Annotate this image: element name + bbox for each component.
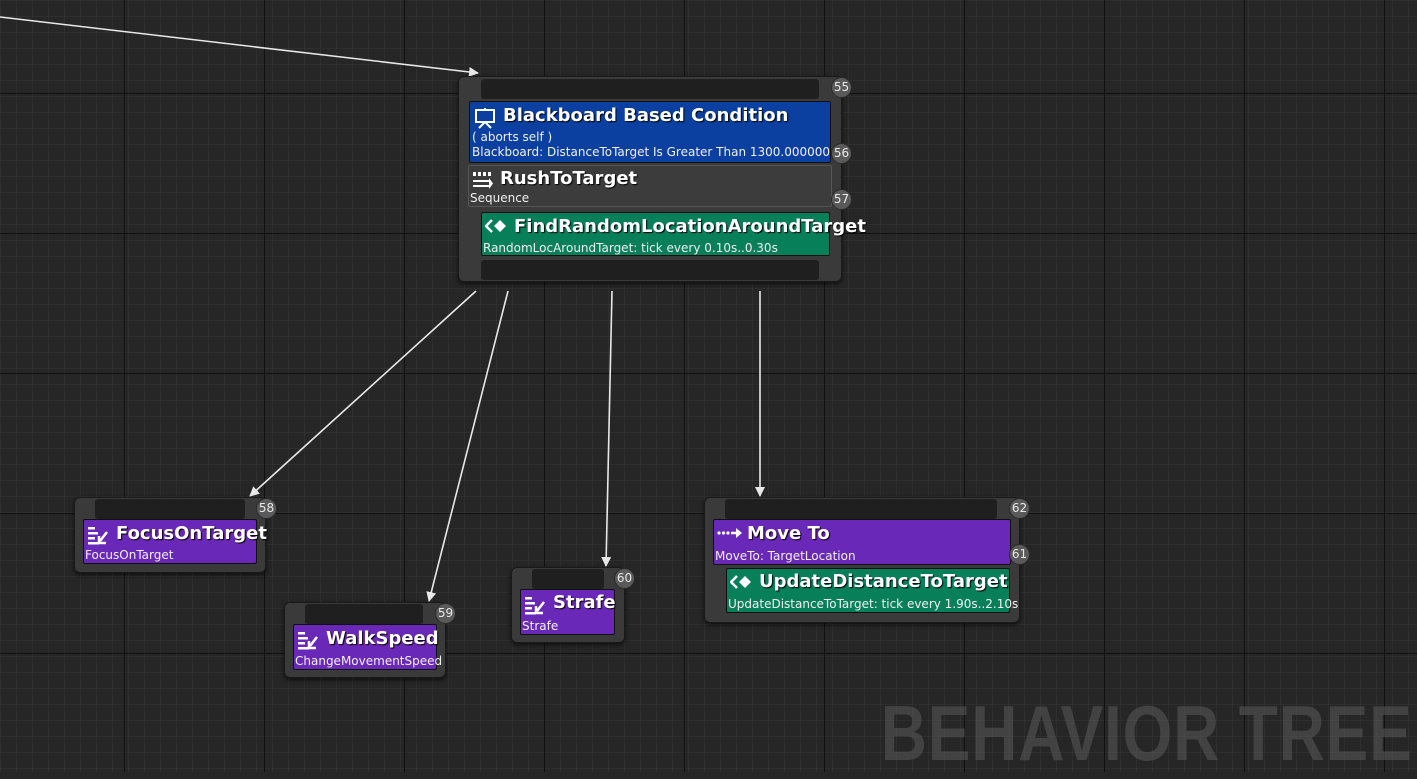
task-index-badge: 61 [1009, 544, 1030, 565]
execution-index-badge: 58 [256, 498, 277, 519]
task-subtitle: Strafe [522, 619, 559, 633]
strafe-task[interactable]: Strafe Strafe [520, 589, 616, 635]
focus-on-target-task[interactable]: FocusOnTarget FocusOnTarget [83, 519, 267, 564]
walk-speed-node[interactable]: 59 WalkSpeed ChangeMovementSpeed [284, 602, 456, 678]
focus-on-target-node[interactable]: 58 FocusOnTarget FocusOnTarget [74, 497, 277, 573]
walk-speed-task[interactable]: WalkSpeed ChangeMovementSpeed [293, 624, 442, 670]
service-title: FindRandomLocationAroundTarget [514, 216, 866, 237]
decorator-title: Blackboard Based Condition [503, 105, 789, 126]
input-pin[interactable] [481, 79, 819, 99]
execution-index-badge: 60 [614, 568, 635, 589]
task-icon [298, 632, 318, 650]
service-interval: UpdateDistanceToTarget: tick every 1.90s… [728, 597, 1019, 611]
task-subtitle: MoveTo: TargetLocation [715, 549, 856, 563]
task-title: Move To [747, 523, 830, 544]
task-subtitle: ChangeMovementSpeed [295, 654, 443, 668]
task-subtitle: FocusOnTarget [85, 548, 174, 562]
wire-main-to-strafe[interactable] [601, 290, 613, 567]
move-to-task[interactable]: Move To MoveTo: TargetLocation [713, 519, 1011, 565]
task-icon [88, 527, 108, 545]
input-pin[interactable] [95, 499, 245, 519]
rush-to-target-node[interactable]: 55 Blackboard Based Condition ( aborts s… [458, 76, 866, 282]
rush-to-target-sequence[interactable]: RushToTarget Sequence [468, 165, 832, 207]
wire-parent-to-main[interactable] [0, 16, 479, 77]
blackboard-decorator[interactable]: Blackboard Based Condition ( aborts self… [469, 101, 831, 163]
wire-main-to-focus[interactable] [249, 290, 477, 497]
task-icon [525, 597, 545, 615]
blackboard-icon [475, 108, 495, 129]
move-to-node[interactable]: 62 Move To MoveTo: TargetLocation 61 Upd… [704, 497, 1030, 623]
service-title: UpdateDistanceToTarget [759, 571, 1008, 592]
composite-title: RushToTarget [500, 168, 638, 189]
sequence-icon [473, 172, 493, 189]
wire-main-to-walk[interactable] [426, 290, 509, 602]
service-interval: RandomLocAroundTarget: tick every 0.10s.… [483, 241, 778, 255]
behavior-tree-watermark: BEHAVIOR TREE [881, 689, 1413, 777]
composite-type: Sequence [470, 191, 530, 205]
task-title: FocusOnTarget [116, 523, 267, 544]
service-icon [485, 219, 506, 233]
execution-index-badge: 59 [435, 603, 456, 624]
decorator-abort-mode: ( aborts self ) [472, 130, 553, 144]
composite-index-badge: 57 [831, 189, 852, 210]
output-pin[interactable] [481, 260, 819, 280]
update-distance-service[interactable]: UpdateDistanceToTarget UpdateDistanceToT… [726, 568, 1018, 613]
find-random-location-service[interactable]: FindRandomLocationAroundTarget RandomLoc… [481, 212, 866, 256]
decorator-condition: Blackboard: DistanceToTarget Is Greater … [472, 145, 831, 159]
execution-index-badge: 55 [831, 77, 852, 98]
decorator-index-badge: 56 [831, 143, 852, 164]
input-pin[interactable] [532, 569, 604, 589]
input-pin[interactable] [725, 499, 997, 519]
execution-index-badge: 62 [1009, 498, 1030, 519]
task-title: WalkSpeed [326, 628, 439, 649]
strafe-node[interactable]: 60 Strafe Strafe [511, 567, 635, 643]
move-to-icon [717, 528, 742, 538]
service-icon [730, 575, 751, 589]
input-pin[interactable] [305, 604, 423, 624]
task-title: Strafe [553, 592, 616, 613]
